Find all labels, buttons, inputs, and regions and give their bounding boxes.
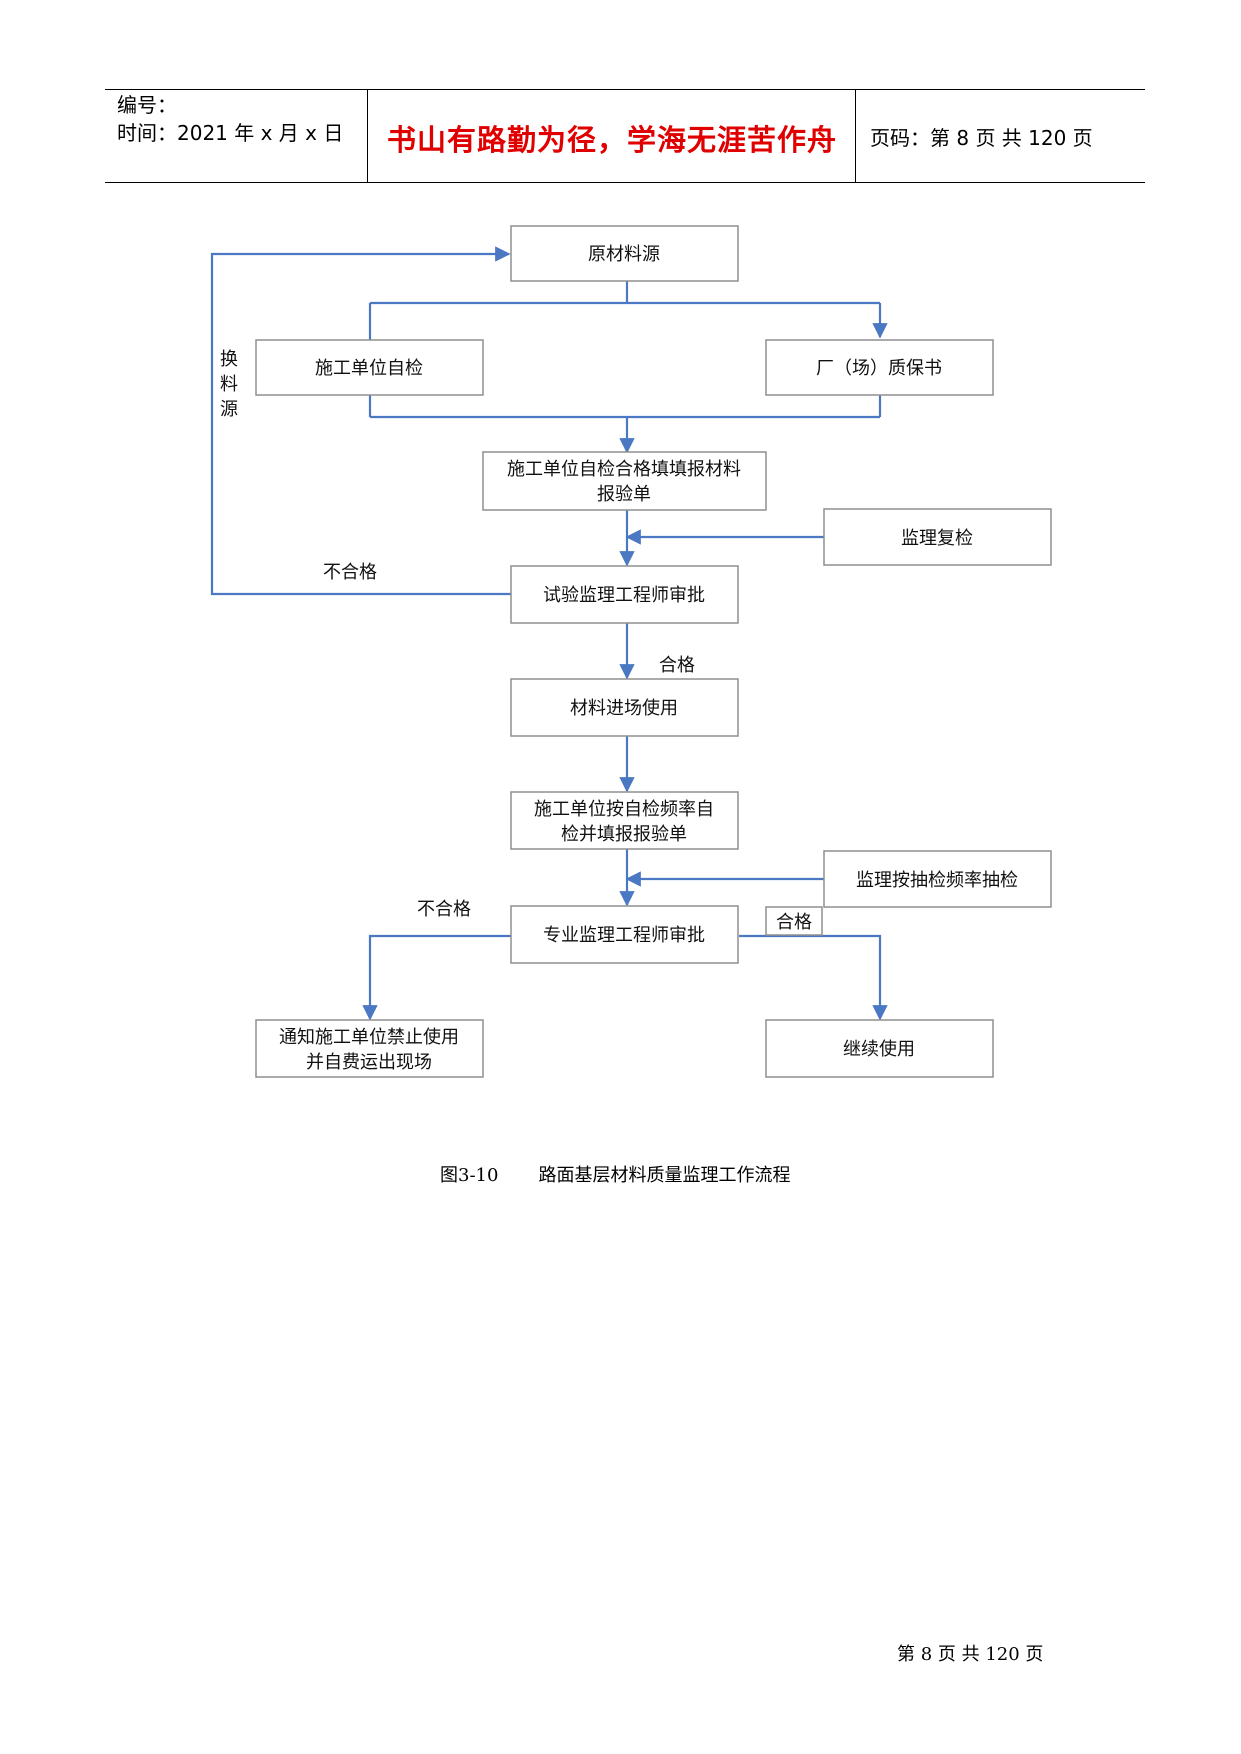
page-footer: 第 8 页 共 120 页 [897, 1644, 1044, 1665]
node-freq-selfcheck-line1: 施工单位按自检频率自 [534, 799, 714, 820]
node-factory-certificate: 厂（场）质保书 [765, 339, 994, 396]
label-change-source-2: 料 [220, 374, 238, 395]
node-notify-ban: 通知施工单位禁止使用 并自费运出现场 [255, 1019, 484, 1078]
figure-caption: 图3-10 路面基层材料质量监理工作流程 [440, 1165, 791, 1186]
flow-edges [210, 246, 888, 1021]
node-selfcheck-form-line1: 施工单位自检合格填填报材料 [507, 459, 741, 480]
label-fail-1: 不合格 [323, 562, 377, 583]
node-test-engineer-approval: 试验监理工程师审批 [510, 565, 739, 624]
node-freq-selfcheck-line2: 检并填报报验单 [561, 824, 687, 845]
node-specialist-approval-label: 专业监理工程师审批 [543, 925, 705, 946]
node-test-engineer-approval-label: 试验监理工程师审批 [543, 585, 705, 606]
node-selfcheck-form: 施工单位自检合格填填报材料 报验单 [482, 451, 767, 511]
header-divider-right [855, 90, 856, 183]
serial-number-label: 编号： [117, 93, 177, 117]
node-contractor-selfcheck-label: 施工单位自检 [315, 358, 423, 379]
label-pass-1: 合格 [659, 655, 695, 676]
page-code: 页码：第 8 页 共 120 页 [870, 126, 1093, 150]
label-pass-2-box: 合格 [765, 906, 823, 936]
node-sampling-check-label: 监理按抽检频率抽检 [856, 870, 1018, 891]
node-contractor-selfcheck: 施工单位自检 [255, 339, 484, 396]
node-selfcheck-form-line2: 报验单 [597, 484, 651, 505]
node-continue-use-label: 继续使用 [843, 1039, 915, 1060]
node-specialist-approval: 专业监理工程师审批 [510, 905, 739, 964]
date-label: 时间：2021 年 x 月 x 日 [117, 121, 344, 145]
label-fail-2: 不合格 [417, 899, 471, 920]
header-motto: 书山有路勤为径，学海无涯苦作舟 [386, 123, 837, 157]
node-notify-ban-line2: 并自费运出现场 [306, 1052, 432, 1073]
edge-pass-to-continue [739, 934, 888, 1021]
label-change-source-1: 换 [220, 349, 238, 370]
node-supervisor-recheck: 监理复检 [823, 508, 1052, 566]
label-pass-2: 合格 [776, 912, 812, 933]
node-material-entry: 材料进场使用 [510, 678, 739, 737]
node-supervisor-recheck-label: 监理复检 [901, 528, 973, 549]
header-divider-left [367, 90, 368, 183]
node-raw-source: 原材料源 [510, 225, 739, 282]
header-top-border [105, 89, 1145, 90]
label-change-source-3: 源 [220, 399, 238, 420]
node-factory-certificate-label: 厂（场）质保书 [816, 358, 942, 379]
edge-fail-to-notify [362, 934, 511, 1021]
node-raw-source-label: 原材料源 [588, 244, 660, 265]
node-material-entry-label: 材料进场使用 [570, 698, 678, 719]
header-bottom-border [105, 182, 1145, 183]
node-notify-ban-line1: 通知施工单位禁止使用 [279, 1027, 459, 1048]
edge-fail-change-source [210, 246, 511, 596]
node-sampling-check: 监理按抽检频率抽检 [823, 850, 1052, 908]
node-continue-use: 继续使用 [765, 1019, 994, 1078]
node-freq-selfcheck: 施工单位按自检频率自 检并填报报验单 [510, 791, 739, 850]
